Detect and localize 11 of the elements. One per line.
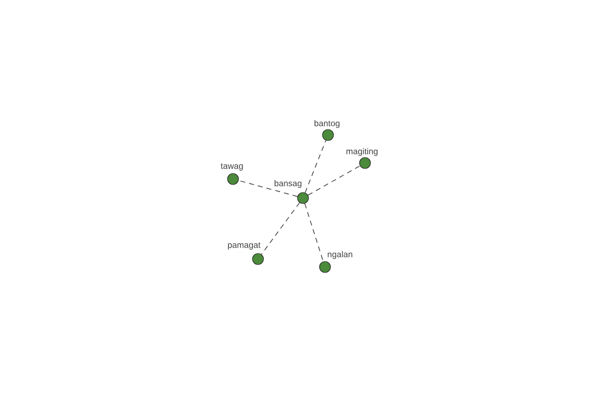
node-label: ngalan bbox=[328, 251, 352, 259]
dashed-line bbox=[304, 203, 324, 262]
node-label: bantog bbox=[314, 120, 340, 128]
node-label: bansag bbox=[274, 180, 302, 188]
dashed-line bbox=[304, 140, 326, 193]
node-label: pamagat bbox=[228, 242, 260, 250]
dashed-line bbox=[261, 202, 300, 255]
dashed-line bbox=[308, 166, 360, 196]
node-label: tawag bbox=[220, 163, 243, 171]
dashed-line bbox=[238, 180, 298, 197]
node-label: magiting bbox=[346, 148, 378, 156]
